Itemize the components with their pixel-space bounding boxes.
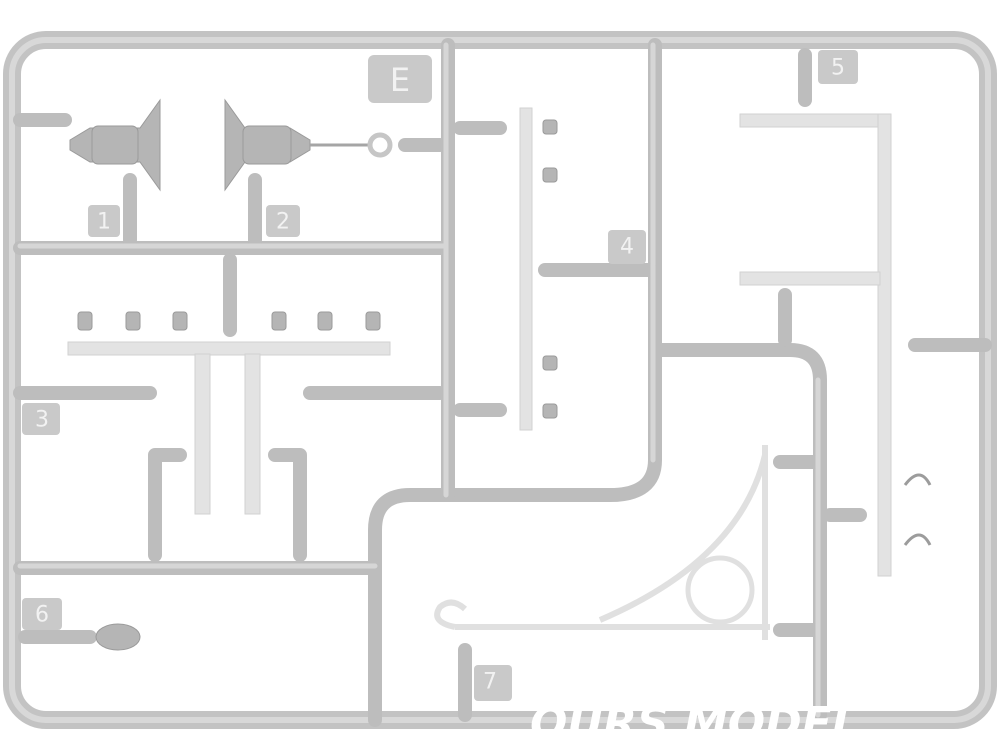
lamp-part-1 [69, 98, 161, 192]
frame-part-5 [739, 113, 932, 577]
sprue-letter: E [390, 61, 410, 99]
bracket-part-3 [67, 311, 391, 515]
part-number-2: 2 [276, 210, 290, 235]
part-number-1: 1 [97, 210, 111, 235]
part-number-3: 3 [35, 408, 49, 433]
sign-bracket-part-7 [434, 445, 770, 640]
part-number-5: 5 [831, 56, 845, 81]
part-number-tabs: 1 2 3 4 5 6 7 [22, 50, 858, 701]
part-number-7: 7 [483, 670, 497, 695]
handle-part-6 [95, 623, 141, 651]
lamp-part-2 [224, 98, 393, 192]
watermark: OURS MODEL [530, 698, 860, 749]
part-number-4: 4 [620, 235, 634, 260]
part-letter-tab: E [368, 55, 432, 103]
sprue-frame [3, 31, 997, 729]
sprue-runners [13, 38, 992, 727]
part-number-6: 6 [35, 603, 49, 628]
bracket-part-4 [519, 107, 558, 431]
